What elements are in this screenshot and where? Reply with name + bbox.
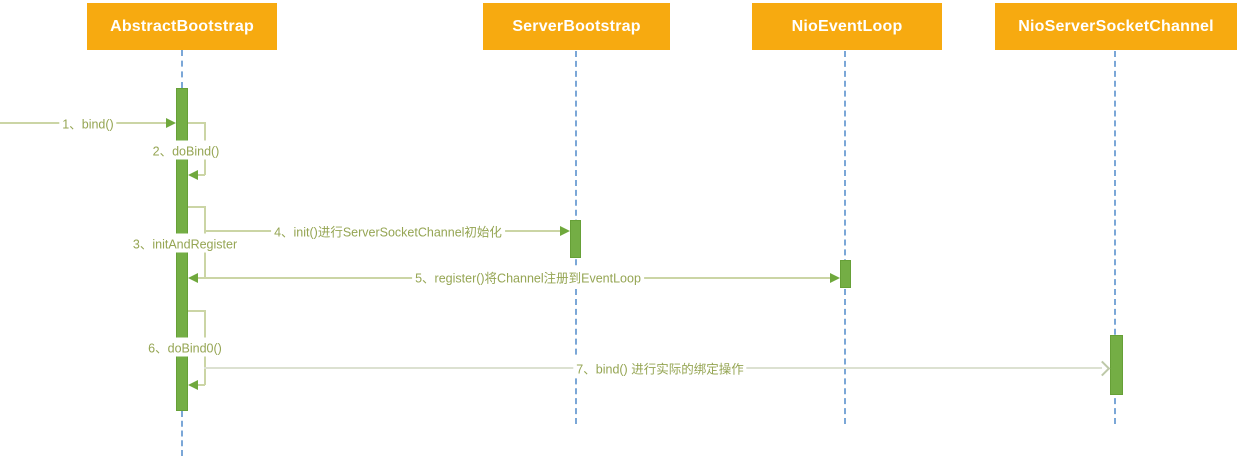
activation-bar-nio-server-socket-channel <box>1110 335 1123 395</box>
message-label-6: 6、doBind0() <box>145 337 225 357</box>
actor-header-abstract-bootstrap: AbstractBootstrap <box>87 3 277 50</box>
self-loop-2-bottom <box>197 174 205 176</box>
self-loop-6-bottom <box>197 384 205 386</box>
message-label-1: 1、bind() <box>59 113 117 133</box>
actor-header-nio-server-socket-channel: NioServerSocketChannel <box>995 3 1237 50</box>
lifeline-abstract-bootstrap-upper <box>181 50 183 88</box>
arrowhead-loop-3-return <box>188 273 198 283</box>
message-label-3: 3、initAndRegister <box>129 233 241 253</box>
arrowhead-message-7 <box>1094 360 1111 377</box>
self-loop-6-top <box>188 310 205 312</box>
message-label-2: 2、doBind() <box>149 140 223 160</box>
arrowhead-message-5 <box>830 273 840 283</box>
lifeline-abstract-bootstrap-lower <box>181 411 183 456</box>
self-loop-2-top <box>188 122 205 124</box>
activation-bar-nio-event-loop <box>840 260 851 288</box>
lifeline-nio-event-loop <box>844 51 846 424</box>
arrowhead-message-1 <box>166 118 176 128</box>
message-label-5: 5、register()将Channel注册到EventLoop <box>412 267 644 287</box>
self-loop-3-top <box>188 206 205 208</box>
arrowhead-message-2 <box>188 170 198 180</box>
arrowhead-message-4 <box>560 226 570 236</box>
message-label-7: 7、bind() 进行实际的绑定操作 <box>573 358 747 378</box>
message-label-4: 4、init()进行ServerSocketChannel初始化 <box>271 221 505 241</box>
activation-bar-server-bootstrap <box>570 220 581 258</box>
actor-header-server-bootstrap: ServerBootstrap <box>483 3 670 50</box>
lifeline-nio-server-socket-channel <box>1114 51 1116 424</box>
actor-header-nio-event-loop: NioEventLoop <box>752 3 942 50</box>
arrowhead-message-6 <box>188 380 198 390</box>
